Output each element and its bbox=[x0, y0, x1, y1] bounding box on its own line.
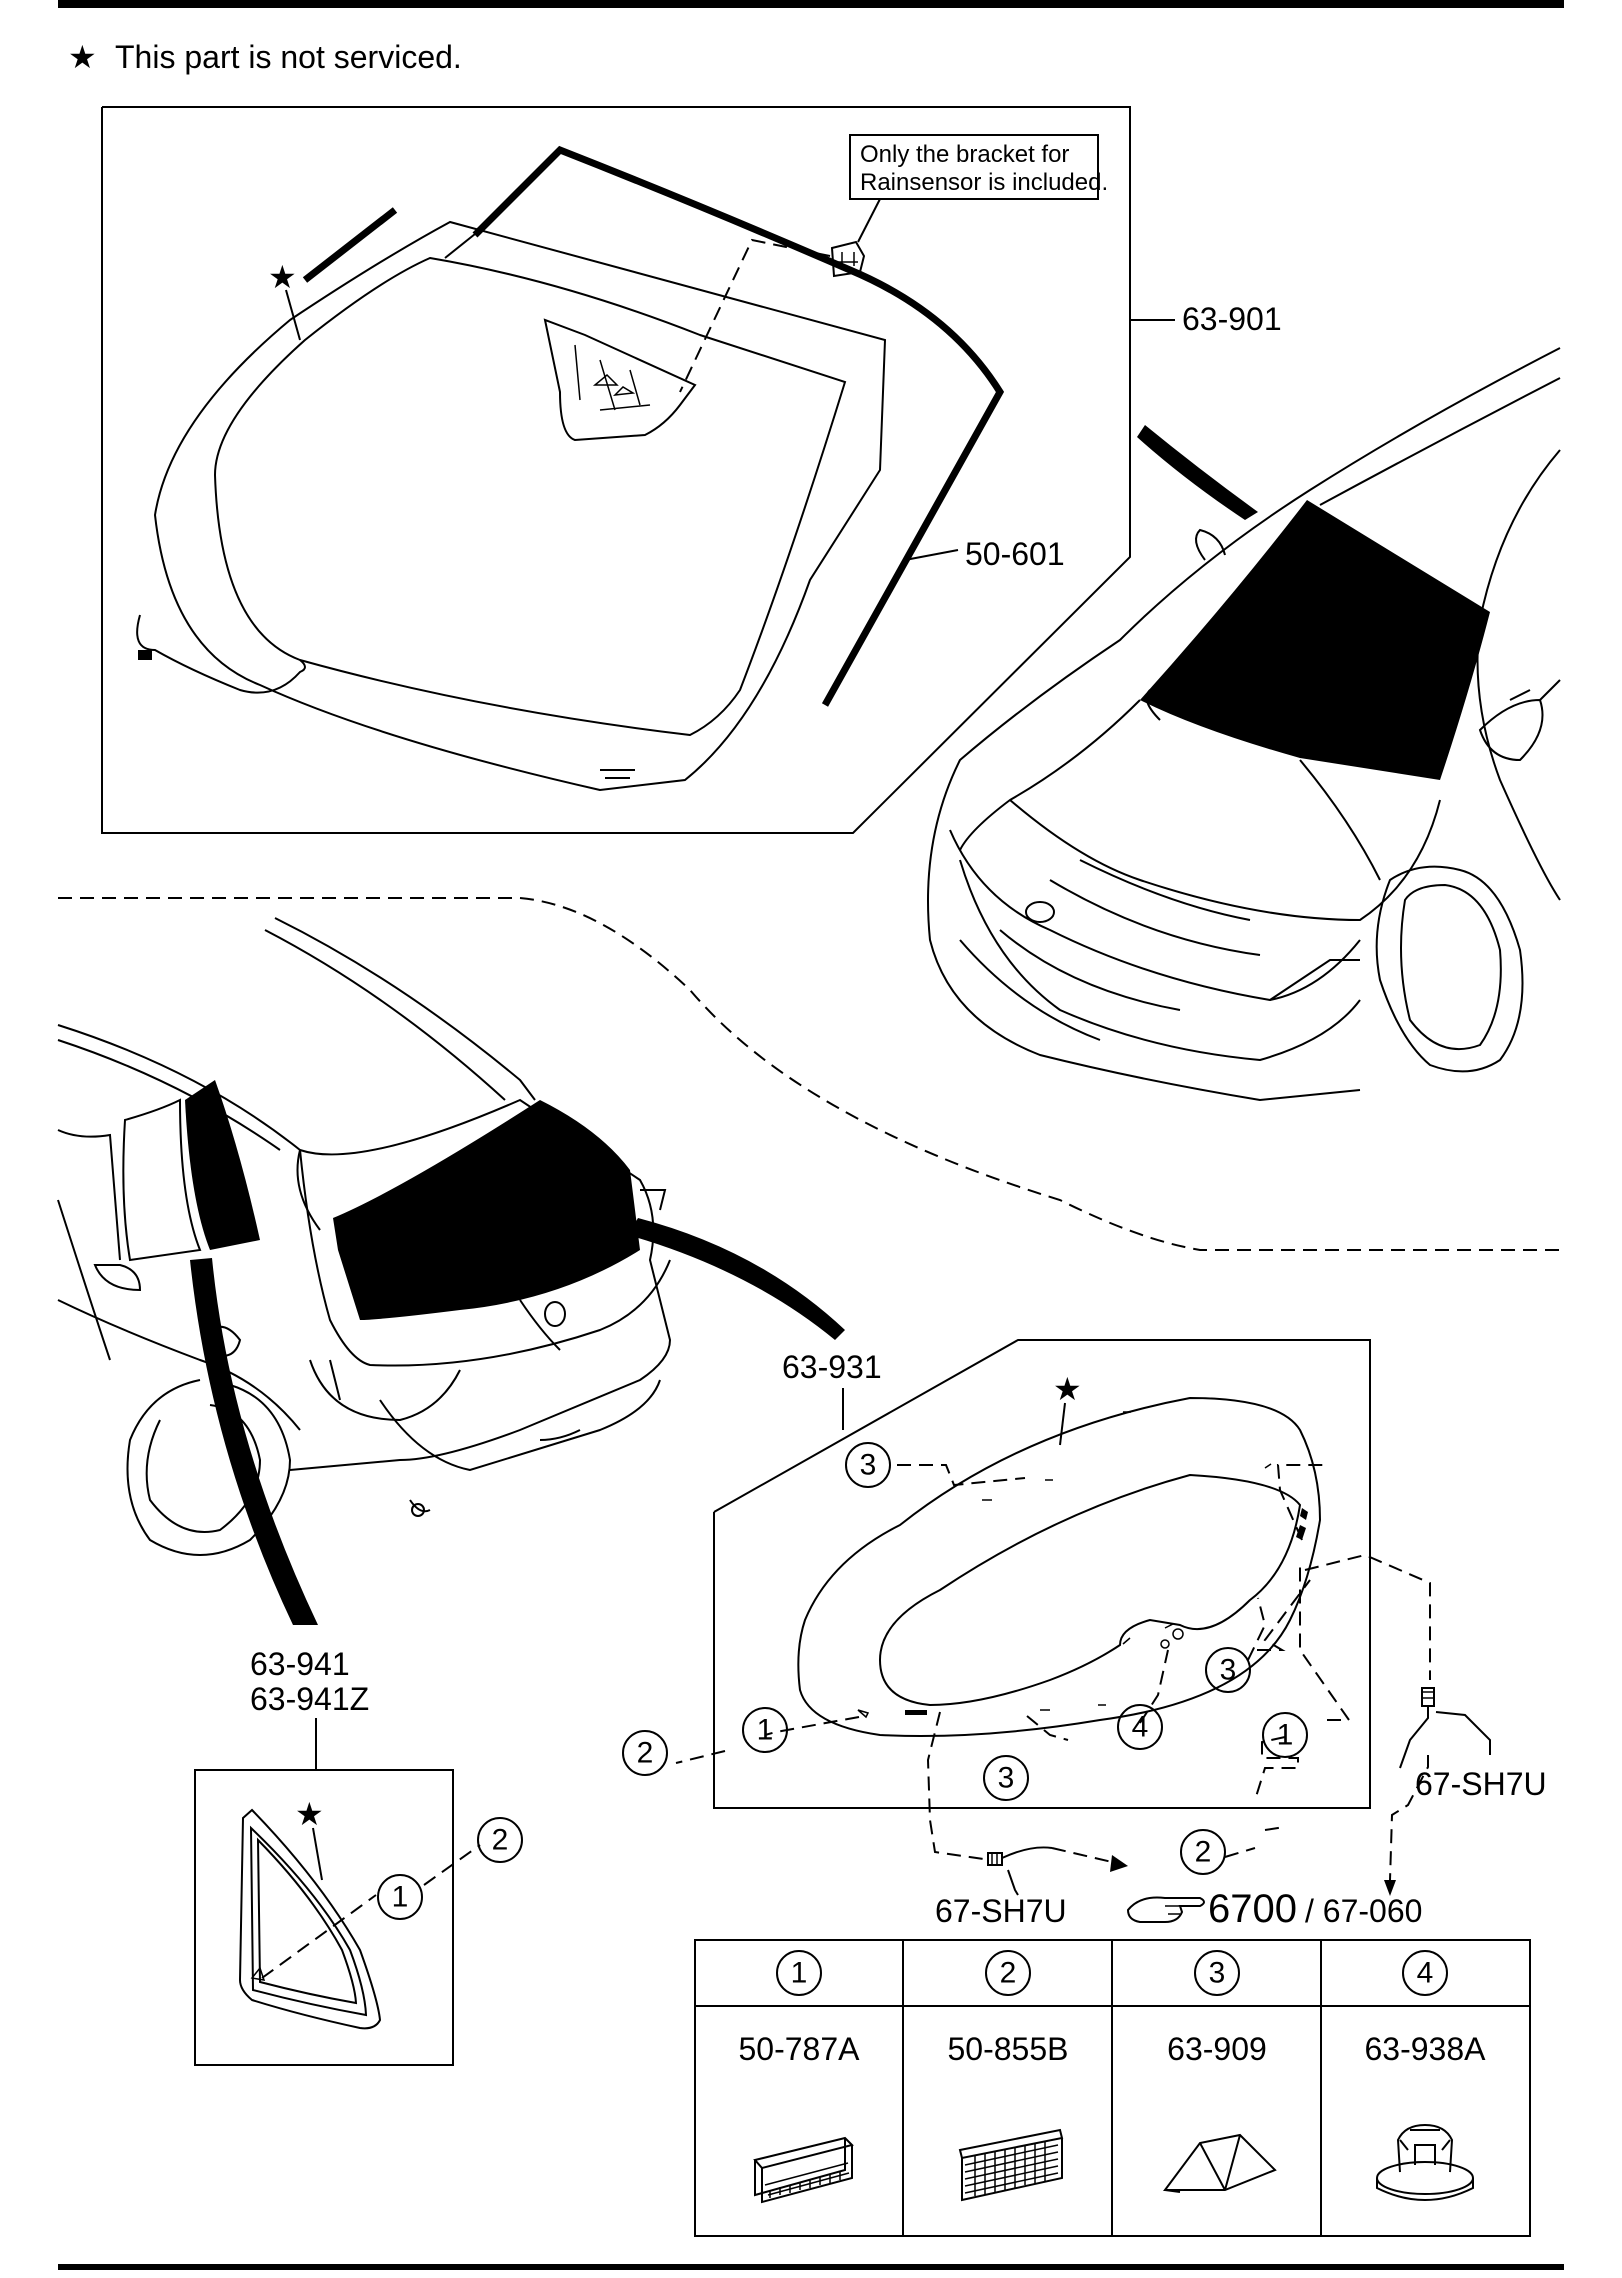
harness-left-icon bbox=[987, 1846, 1053, 1866]
marker-3-liftgate-top bbox=[845, 1442, 891, 1488]
part-63-901: 63-901 bbox=[1182, 301, 1282, 337]
molding-50-601 bbox=[472, 145, 1005, 707]
marker-3-liftgate-bottom-label: 3 bbox=[998, 1762, 1015, 1795]
legend-marker-1-label: 1 bbox=[791, 1957, 808, 1990]
rear-vehicle-illustration bbox=[57, 917, 672, 1556]
pointer-arrow-windshield bbox=[1137, 425, 1258, 520]
part-50-601: 50-601 bbox=[965, 536, 1065, 572]
marker-1-quarter bbox=[377, 1874, 423, 1920]
marker-4-liftgate bbox=[1117, 1704, 1163, 1750]
pointer-arrow-quarter bbox=[190, 1258, 318, 1625]
legend-marker-2 bbox=[985, 1950, 1031, 1996]
marker-2-liftgate-right-label: 2 bbox=[1195, 1836, 1212, 1869]
marker-2-quarter-label: 2 bbox=[492, 1824, 509, 1857]
legend-part-4: 63-938A bbox=[1365, 2031, 1487, 2067]
rainsensor-callout-box bbox=[849, 134, 1099, 200]
callout-line-2: Rainsensor is included. bbox=[860, 169, 1108, 196]
mesh-tape-icon bbox=[958, 2128, 1064, 2202]
marker-2-quarter bbox=[477, 1817, 523, 1863]
clip-fastener-icon bbox=[1376, 2123, 1474, 2201]
part-63-931: 63-931 bbox=[782, 1349, 882, 1385]
parts-legend-table bbox=[694, 1939, 1531, 2237]
marker-3-liftgate-right-label: 3 bbox=[1220, 1654, 1237, 1687]
rainsensor-bracket-icon bbox=[830, 240, 866, 278]
pointer-arrow-liftgate bbox=[628, 1218, 845, 1340]
marker-2-liftgate-right bbox=[1180, 1829, 1226, 1875]
marker-2-liftgate-left-label: 2 bbox=[637, 1737, 654, 1770]
ref-6700: 6700 bbox=[1208, 1887, 1297, 1931]
harness-left-label: 67-SH7U bbox=[935, 1893, 1067, 1929]
legend-marker-2-label: 2 bbox=[1000, 1957, 1017, 1990]
liftgate-glass-frame bbox=[713, 1339, 1371, 1809]
marker-1-liftgate-right bbox=[1262, 1712, 1308, 1758]
callout-line-1: Only the bracket for bbox=[860, 141, 1069, 168]
bottom-rule bbox=[58, 2264, 1564, 2270]
part-63-941z: 63-941Z bbox=[250, 1681, 369, 1717]
marker-1-quarter-label: 1 bbox=[392, 1881, 409, 1914]
spacer-block-icon bbox=[1163, 2133, 1277, 2193]
tape-strip-icon bbox=[753, 2136, 854, 2204]
part-63-941: 63-941 bbox=[250, 1646, 350, 1682]
legend-marker-4 bbox=[1402, 1950, 1448, 1996]
top-rule bbox=[58, 0, 1564, 8]
marker-4-liftgate-label: 4 bbox=[1132, 1711, 1149, 1744]
liftgate-glass bbox=[797, 1396, 1322, 1737]
legend-marker-4-label: 4 bbox=[1417, 1957, 1434, 1990]
marker-1-liftgate-right-label: 1 bbox=[1277, 1719, 1294, 1752]
quarter-glass bbox=[238, 1808, 382, 2030]
arrow-down-icon bbox=[1384, 1880, 1396, 1896]
front-vehicle-illustration bbox=[927, 347, 1561, 1102]
harness-right-label: 67-SH7U bbox=[1415, 1766, 1547, 1802]
windshield-glass bbox=[136, 207, 887, 792]
ref-67-060: / 67-060 bbox=[1305, 1893, 1422, 1929]
windshield-star: ★ bbox=[268, 259, 297, 295]
legend-part-1: 50-787A bbox=[739, 2031, 861, 2067]
legend-part-3: 63-909 bbox=[1167, 2031, 1267, 2067]
legend-marker-3 bbox=[1194, 1950, 1240, 1996]
section-divider bbox=[58, 897, 1564, 1251]
quarter-glass-frame bbox=[194, 1769, 454, 2066]
marker-1-liftgate-left bbox=[742, 1707, 788, 1753]
legend-marker-3-label: 3 bbox=[1209, 1957, 1226, 1990]
note-star: ★ bbox=[68, 39, 97, 75]
harness-right-icon bbox=[1399, 1687, 1435, 1769]
arrow-right-icon bbox=[1110, 1855, 1128, 1872]
legend-part-2: 50-855B bbox=[948, 2031, 1069, 2067]
marker-2-liftgate-left bbox=[622, 1730, 668, 1776]
legend-marker-1 bbox=[776, 1950, 822, 1996]
pointing-hand-icon bbox=[1126, 1896, 1205, 1923]
marker-3-liftgate-bottom bbox=[983, 1755, 1029, 1801]
marker-3-liftgate-right bbox=[1205, 1647, 1251, 1693]
quarter-star: ★ bbox=[295, 1796, 324, 1832]
windshield-frame bbox=[101, 106, 1175, 834]
marker-1-liftgate-left-label: 1 bbox=[757, 1714, 774, 1747]
note-text: This part is not serviced. bbox=[115, 39, 462, 75]
liftgate-star: ★ bbox=[1053, 1371, 1082, 1407]
marker-3-liftgate-top-label: 3 bbox=[860, 1449, 877, 1482]
